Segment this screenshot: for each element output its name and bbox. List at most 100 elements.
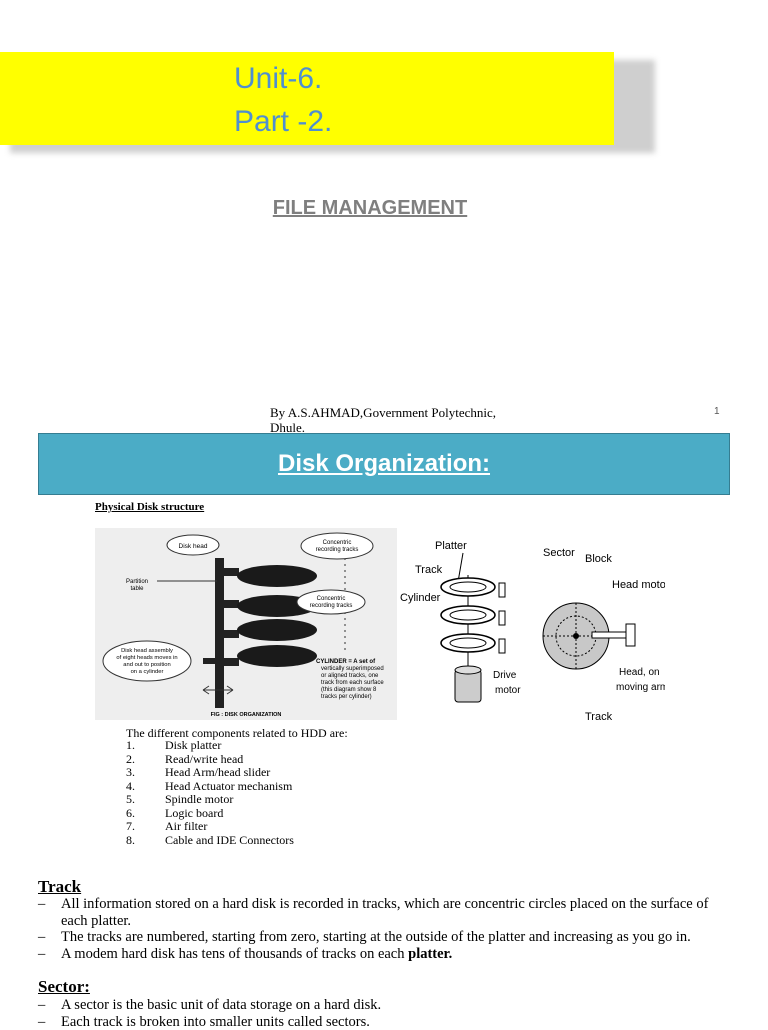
assembly-label-4: on a cylinder [131,669,164,675]
motor-top [455,666,481,674]
page-number: 1 [714,406,720,417]
list-item: –All information stored on a hard disk i… [38,896,728,929]
arm-base [203,658,217,664]
head-motor [626,624,635,646]
track-label-right: Track [585,711,613,723]
cylinder-note-1: CYLINDER = A set of [316,659,376,665]
cylinder-note-4: track from each surface [321,680,384,686]
concentric-label-1b: recording tracks [316,547,359,553]
platter-middle [441,606,495,624]
concentric-label-1: Concentric [323,540,352,546]
moving-arm-label: moving arm [616,682,665,693]
track-bullets: –All information stored on a hard disk i… [38,896,728,962]
list-text: Head Actuator mechanism [165,780,292,794]
list-number: 3. [126,766,165,780]
list-number: 5. [126,793,165,807]
drive-motor [455,670,481,702]
list-number: 6. [126,807,165,821]
sector-label: Sector [543,547,575,559]
list-item: –A sector is the basic unit of data stor… [38,997,728,1014]
arm-1 [224,568,239,576]
list-text: Spindle motor [165,793,233,807]
concentric-cloud-1 [301,533,373,559]
platter-stack-figure: Platter Track Cylinder Drive motor [398,535,528,710]
motor-label: motor [495,685,521,696]
disk-organization-banner: Disk Organization: [38,433,730,495]
unit-title: Unit-6. [234,64,322,94]
list-text: Logic board [165,807,223,821]
assembly-label-3: and out to position [123,662,170,668]
bullet-dash: – [38,946,45,963]
cylinder-note-3: or aligned tracks, one [321,673,379,679]
platter-bold: platter. [408,946,452,962]
sector-bullets: –A sector is the basic unit of data stor… [38,997,728,1030]
list-item: 7.Air filter [126,820,294,834]
platter-1 [237,565,317,587]
fig-caption: FIG : DISK ORGANIZATION [211,712,282,718]
bullet-text: Each track is broken into smaller units … [61,1014,370,1030]
concentric-label-2b: recording tracks [310,603,353,609]
track-heading: Track [38,877,81,897]
track-label: Track [415,564,443,576]
assembly-label-1: Disk head assembly [121,648,173,654]
list-item: 2.Read/write head [126,753,294,767]
physical-disk-label: Physical Disk structure [95,501,204,513]
drive-label: Drive [493,670,517,681]
list-text: Cable and IDE Connectors [165,834,294,848]
list-number: 2. [126,753,165,767]
partition-label-b: table [130,586,144,592]
arm-4 [224,658,239,666]
arm-3 [224,630,239,638]
bullet-dash: – [38,997,45,1014]
cylinder-note-2: vertically superimposed [321,666,384,672]
bullet-dash: – [38,929,45,946]
spindle-center [573,633,579,639]
arm-2 [224,600,239,608]
disk-head-label: Disk head [179,543,208,550]
list-item: –A modem hard disk has tens of thousands… [38,946,728,963]
bullet-dash: – [38,896,45,913]
disk-organization-heading: Disk Organization: [278,450,490,478]
list-item: –Each track is broken into smaller units… [38,1014,728,1030]
part-title: Part -2. [234,107,332,137]
cylinder-note-6: tracks per cylinder) [321,694,372,700]
list-item: 8.Cable and IDE Connectors [126,834,294,848]
platter-3 [237,619,317,641]
cylinder-note-5: (this diagram show 8 [321,687,377,693]
head-1 [499,583,505,597]
list-item: 1.Disk platter [126,739,294,753]
head-motor-label: Head motor [612,579,665,591]
head-on-label: Head, on [619,667,660,678]
concentric-label-2: Concentric [317,596,346,602]
sector-heading: Sector: [38,977,90,997]
list-text: Disk platter [165,739,221,753]
author-credit: By A.S.AHMAD,Government Polytechnic,Dhul… [270,405,502,433]
platter-4 [237,645,317,667]
head-arm [592,632,626,638]
list-item: 5.Spindle motor [126,793,294,807]
list-text: Head Arm/head slider [165,766,270,780]
platter-label: Platter [435,540,467,552]
platter-top [441,578,495,596]
list-number: 8. [126,834,165,848]
bullet-dash: – [38,1014,45,1030]
concentric-cloud-2 [297,590,365,614]
bullet-text: The tracks are numbered, starting from z… [61,929,691,945]
block-label: Block [585,553,612,565]
list-number: 4. [126,780,165,794]
list-text: Read/write head [165,753,243,767]
head-2 [499,611,505,625]
list-text: Air filter [165,820,207,834]
bullet-text: A modem hard disk has tens of thousands … [61,946,408,962]
list-number: 7. [126,820,165,834]
file-management-subtitle: FILE MANAGEMENT [0,197,740,220]
list-item: 3.Head Arm/head slider [126,766,294,780]
disk-organization-figure: Disk head Concentric recording tracks Pa… [95,528,397,720]
partition-label: Partition [126,579,148,585]
list-number: 1. [126,739,165,753]
list-item: 4.Head Actuator mechanism [126,780,294,794]
bullet-text: All information stored on a hard disk is… [61,896,708,929]
sector-block-figure: Sector Block Head motor Head, on moving … [535,540,665,725]
bullet-text: A sector is the basic unit of data stora… [61,997,381,1013]
assembly-label-2: of eight heads moves in [116,655,177,661]
